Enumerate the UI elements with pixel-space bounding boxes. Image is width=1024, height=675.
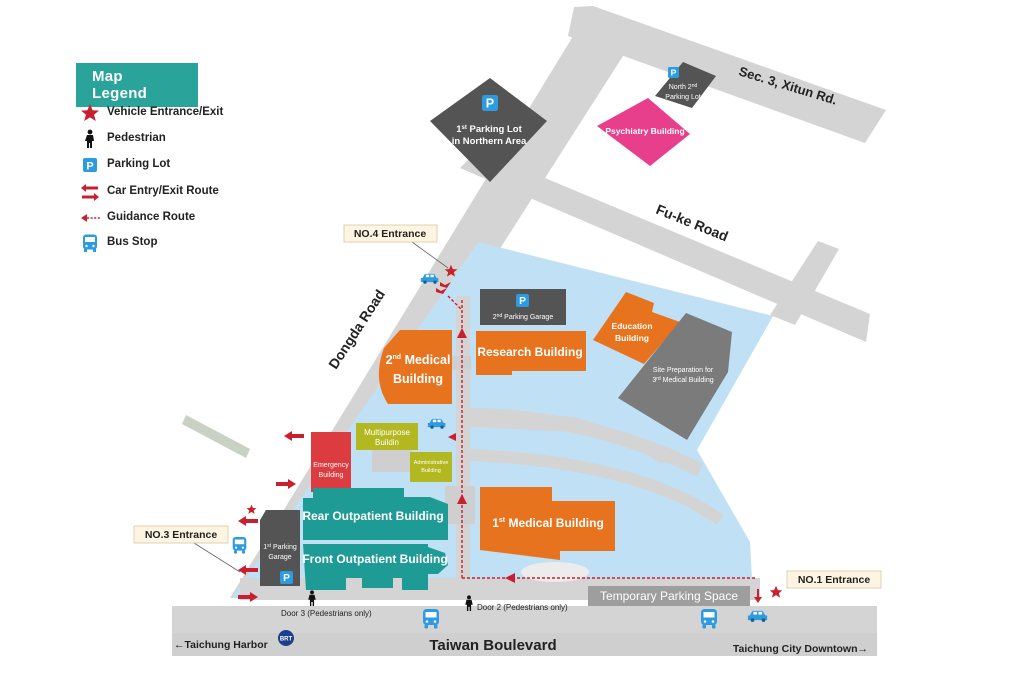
legend-label: Pedestrian	[107, 132, 166, 144]
emergency-label: Emergency	[313, 462, 349, 469]
svg-text:P: P	[86, 161, 93, 173]
garage1-label2: Garage	[268, 554, 291, 561]
garage2-label: 2nd Parking Garage	[493, 313, 554, 321]
front-outpatient-label: Front Outpatient Building	[302, 552, 447, 566]
parking-icon	[280, 571, 293, 584]
bus-icon	[232, 537, 247, 554]
map-legend: Map Legend Vehicle Entrance/Exit Pedestr…	[76, 63, 336, 252]
medical-building-1	[480, 487, 615, 560]
guidance-routes	[447, 295, 755, 583]
research-building	[476, 331, 586, 375]
brt-label: BRT	[280, 637, 293, 643]
medical2-label2: Building	[393, 372, 443, 386]
temporary-parking-space	[588, 586, 750, 606]
north2-lot-label2: Parking Lot	[665, 94, 700, 101]
legend-item-guidance: Guidance Route	[76, 208, 326, 230]
bus-icon	[83, 234, 97, 252]
legend-title: Map Legend	[76, 63, 198, 107]
parking-icon	[482, 95, 498, 111]
taiwan-boulevard-label: Taiwan Boulevard	[429, 637, 556, 654]
north-lot-label2: in Northern Area	[452, 136, 527, 147]
legend-label: Bus Stop	[107, 236, 158, 248]
site-prep-label: Site Preparation for	[653, 367, 714, 374]
parking-icon	[668, 67, 679, 78]
legend-item-vehicle: Vehicle Entrance/Exit	[76, 103, 326, 125]
no1-entrance-label: NO.1 Entrance	[798, 574, 871, 586]
education-label2: Building	[615, 333, 649, 343]
legend-label: Parking Lot	[107, 158, 171, 170]
legend-item-pedestrian: Pedestrian	[76, 129, 326, 151]
psychiatry-label: Psychiatry Building	[605, 126, 684, 136]
downtown-label: Taichung City Downtown→	[733, 643, 868, 655]
multipurpose-label2: Buildin	[375, 438, 399, 447]
taichung-harbor-label: ←Taichung Harbor	[174, 639, 268, 651]
parking-garage-1	[260, 510, 300, 586]
medical1-label: 1st Medical Building	[492, 516, 604, 530]
legend-item-car-route: Car Entry/Exit Route	[76, 182, 326, 204]
parking-icon	[516, 294, 529, 307]
fuke-road	[460, 150, 870, 342]
rear-outpatient-label: Rear Outpatient Building	[302, 509, 443, 523]
emergency-building	[311, 432, 351, 492]
xitun-road	[568, 6, 886, 143]
car-route-arrows	[238, 282, 762, 603]
north-parking-lot-1	[430, 78, 547, 182]
rear-outpatient-building	[303, 488, 448, 540]
medical-building-2	[378, 330, 452, 404]
buildings: 2nd Parking Garage Research Building Edu…	[260, 289, 750, 606]
car-route-arrows-icon	[81, 184, 99, 201]
site-prep-label2: 3rd Medical Building	[652, 376, 713, 384]
education-building	[593, 292, 680, 364]
door2-label: Door 2 (Pedestrians only)	[477, 603, 568, 612]
legend-label: Vehicle Entrance/Exit	[107, 106, 224, 118]
front-outpatient-building	[303, 544, 448, 590]
medical2-label: 2nd Medical	[386, 353, 451, 367]
north2-lot-label: North 2nd	[669, 83, 698, 91]
legend-item-parking: P Parking Lot	[76, 155, 326, 177]
brt-icon	[278, 630, 294, 646]
administrative-label: Administrative	[414, 460, 449, 466]
psychiatry-building	[597, 98, 690, 166]
side-path	[182, 415, 250, 458]
connector-road	[770, 241, 839, 325]
star-icon	[81, 104, 99, 121]
research-label: Research Building	[477, 345, 582, 359]
star-icon	[769, 585, 783, 598]
no1-entrance-callout	[786, 570, 882, 589]
legend-label: Car Entry/Exit Route	[107, 185, 219, 197]
no4-entrance-callout	[343, 224, 438, 243]
garage1-label: 1st Parking	[263, 543, 297, 551]
no4-entrance-label: NO.4 Entrance	[354, 228, 427, 240]
emergency-label2: Building	[319, 472, 344, 479]
site-preparation	[618, 313, 732, 440]
star-icon	[246, 504, 257, 514]
temp-parking-label: Temporary Parking Space	[600, 589, 738, 603]
no3-entrance-label: NO.3 Entrance	[145, 529, 218, 541]
multipurpose-label: Multipurpose	[364, 428, 410, 437]
administrative-label2: Building	[421, 468, 441, 474]
north-lot-label: 1st Parking Lot	[456, 124, 522, 135]
pedestrian-icon	[85, 129, 94, 148]
legend-label: Guidance Route	[107, 211, 196, 223]
no3-entrance-callout	[133, 525, 229, 544]
legend-item-bus: Bus Stop	[76, 233, 326, 255]
parking-icon: P	[83, 158, 97, 173]
administrative-building	[410, 452, 452, 482]
guidance-route-arrow-icon	[81, 214, 100, 222]
taiwan-boulevard	[172, 633, 877, 656]
multipurpose-building	[356, 423, 418, 450]
north-parking-lot-2	[655, 62, 716, 108]
door3-label: Door 3 (Pedestrians only)	[281, 609, 372, 618]
education-label: Education	[611, 321, 652, 331]
